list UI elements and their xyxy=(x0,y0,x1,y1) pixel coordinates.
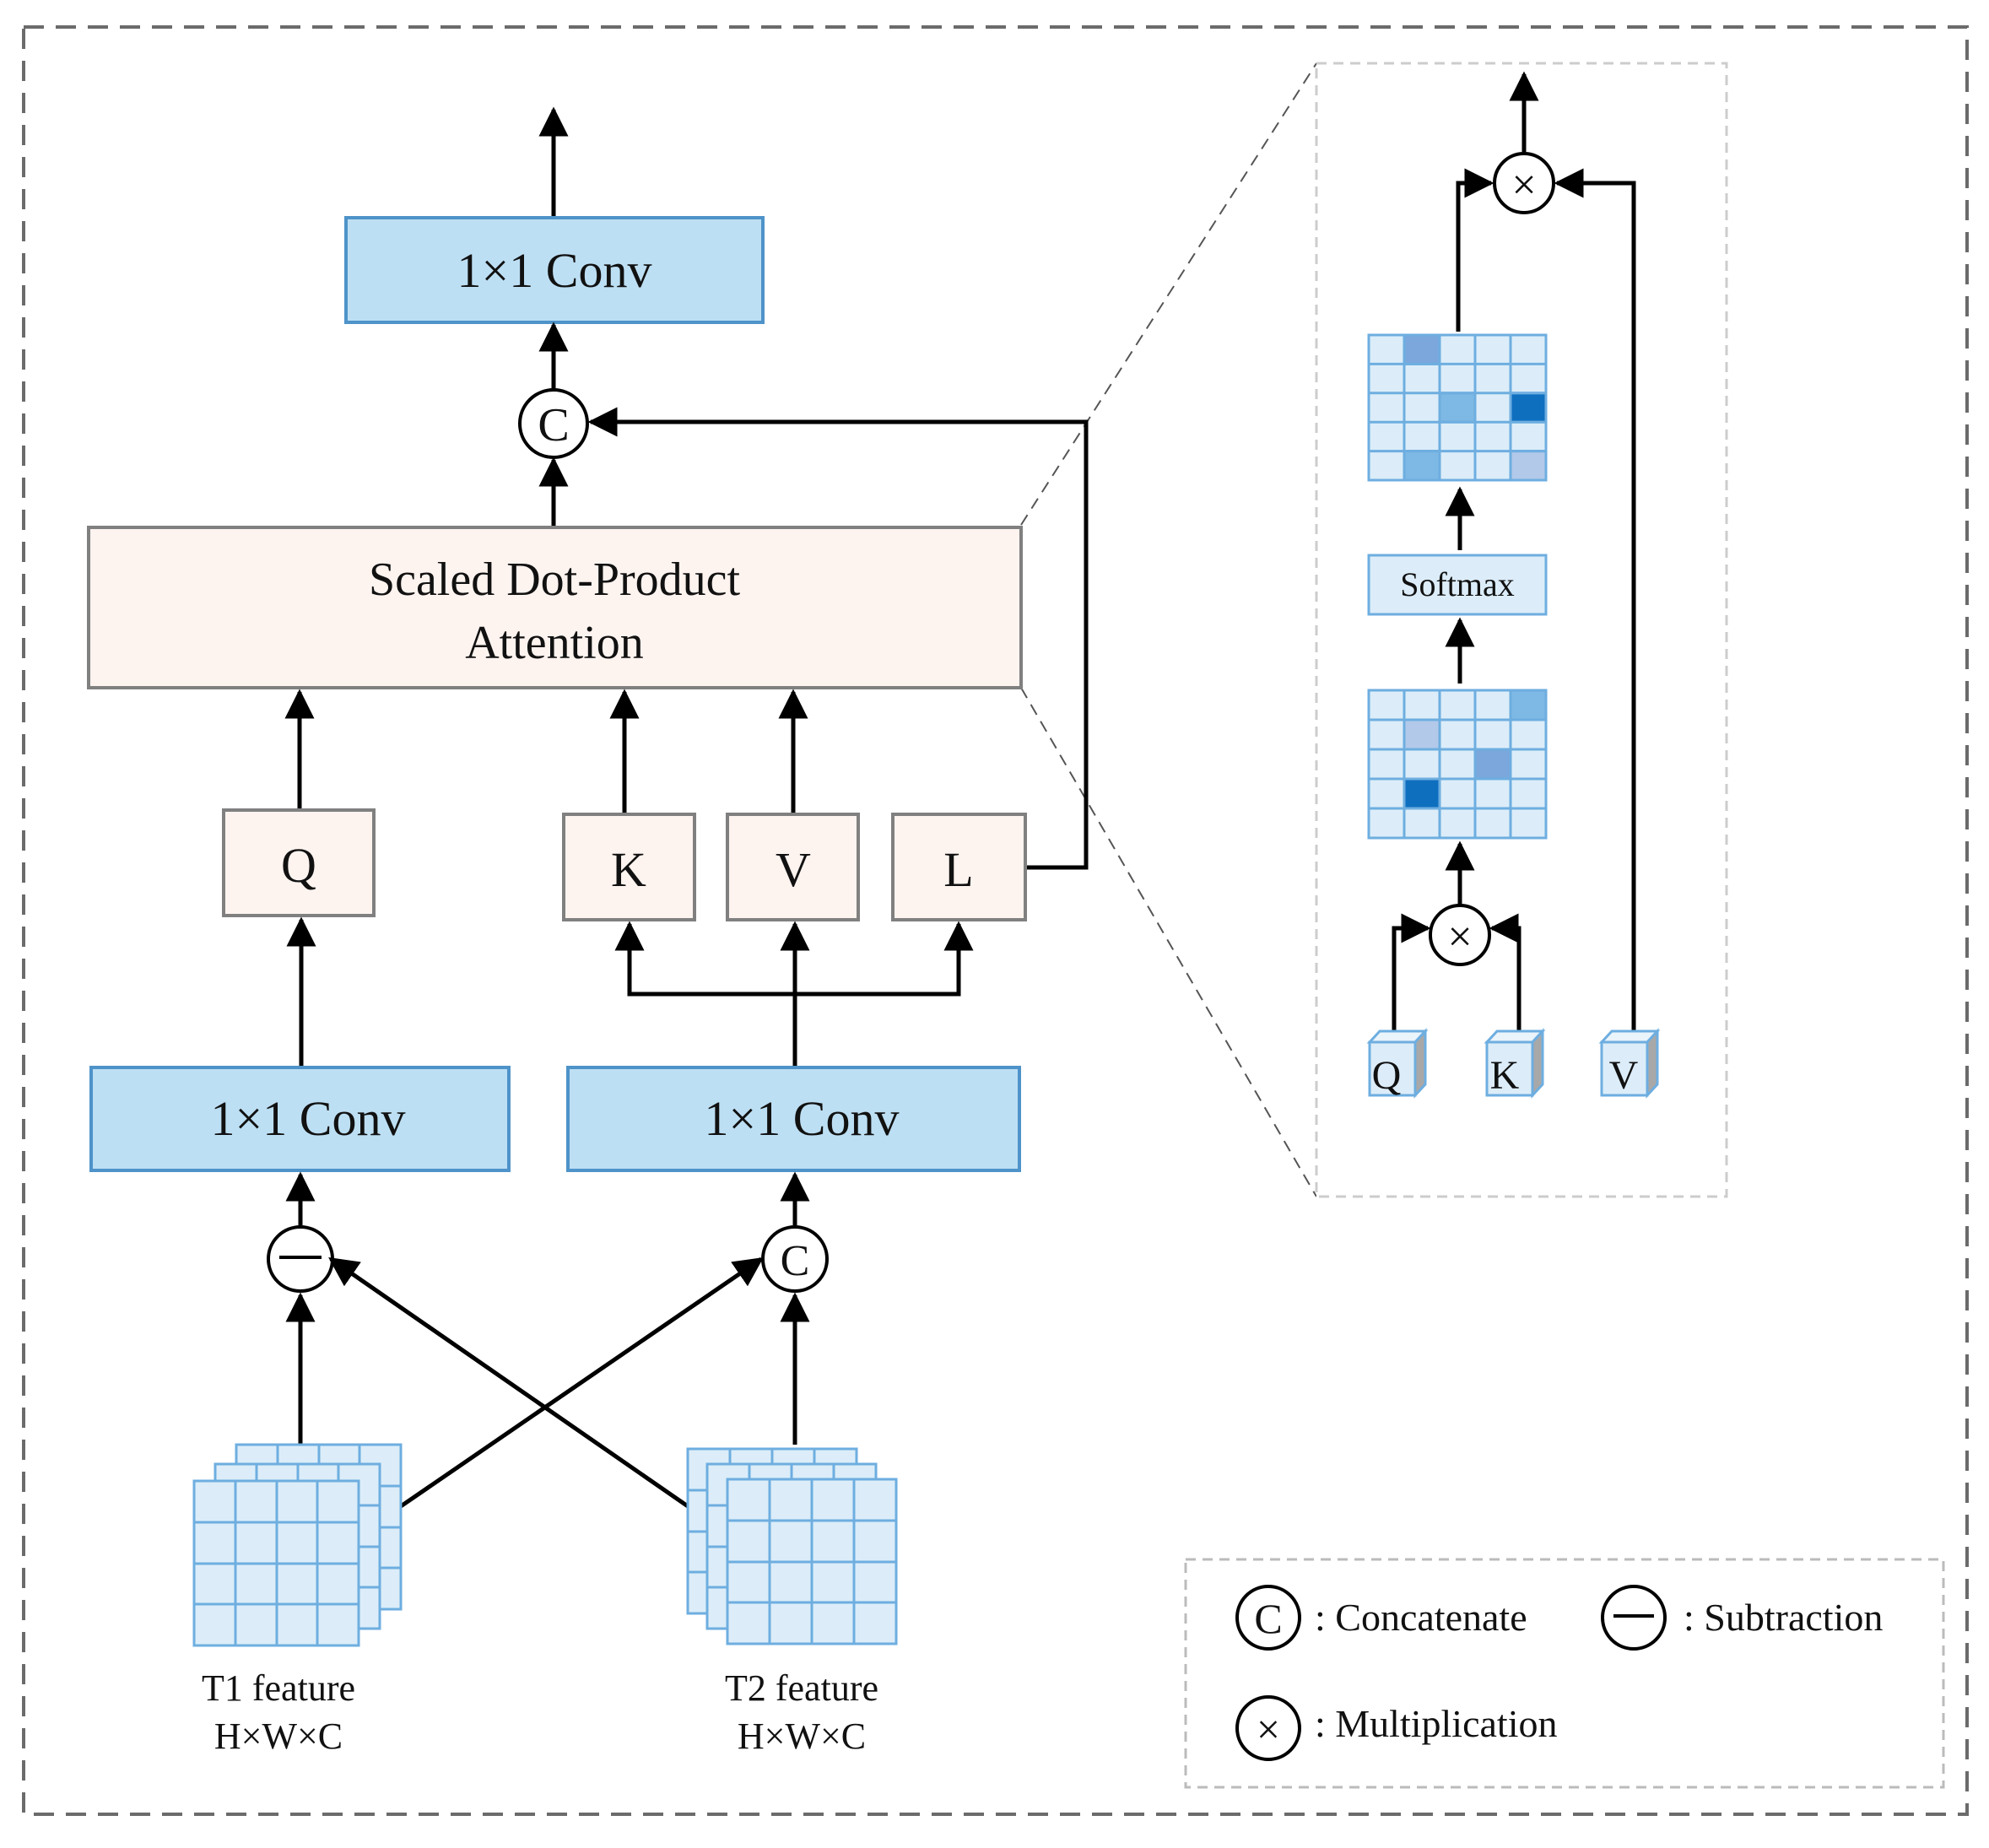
t1-to-concat-cross-arrow xyxy=(399,1256,764,1509)
t1-feature-stack xyxy=(192,1443,403,1647)
score-matrix xyxy=(1367,689,1548,840)
legend-multiply-icon xyxy=(1235,1695,1301,1761)
v-to-multiply-arrow xyxy=(1554,168,1636,1031)
matrix-to-multiply-arrow xyxy=(1456,168,1494,332)
l-label: L xyxy=(943,842,973,897)
legend-box xyxy=(1184,1558,1945,1789)
left-conv-box xyxy=(89,1066,511,1172)
detail-panel xyxy=(1315,62,1728,1198)
left-conv-label: 1×1 Conv xyxy=(211,1091,406,1146)
attention-weights-matrix xyxy=(1367,333,1548,482)
concat-symbol-top: C xyxy=(538,399,569,451)
k-box xyxy=(562,813,696,921)
t2-to-subtract-cross-arrow xyxy=(328,1256,689,1509)
attention-box xyxy=(87,526,1023,689)
v-box xyxy=(726,813,860,921)
attention-label-line2: Attention xyxy=(465,617,644,669)
legend-multiply-symbol: × xyxy=(1257,1705,1280,1753)
softmax-box xyxy=(1367,554,1548,616)
concat-symbol-bottom: C xyxy=(781,1237,810,1285)
zoom-line-bottom xyxy=(1020,687,1317,1197)
k-cube-label: K xyxy=(1490,1053,1520,1098)
top-conv-box xyxy=(344,216,765,324)
t2-feature-label: T2 feature xyxy=(725,1667,878,1709)
branch-to-k-arrow xyxy=(614,921,795,997)
legend-subtraction-label: : Subtraction xyxy=(1684,1596,1883,1639)
legend-concatenate-label: : Concatenate xyxy=(1315,1596,1527,1639)
l-feedback-path xyxy=(587,407,1089,870)
outer-frame xyxy=(22,25,1969,1816)
multiply-symbol-top: × xyxy=(1511,161,1536,209)
q-cube xyxy=(1366,1028,1429,1099)
q-cube-label: Q xyxy=(1372,1053,1402,1098)
t1-feature-label: T1 feature xyxy=(202,1667,355,1709)
k-label: K xyxy=(611,842,646,897)
multiply-symbol-bottom: × xyxy=(1447,913,1472,961)
legend-concat-icon xyxy=(1235,1585,1301,1651)
t2-dims-label: H×W×C xyxy=(738,1716,866,1757)
top-conv-label: 1×1 Conv xyxy=(457,243,652,298)
k-to-multiply-arrow xyxy=(1489,913,1521,1031)
v-label: V xyxy=(776,842,811,897)
k-cube xyxy=(1484,1028,1546,1099)
t2-feature-stack xyxy=(686,1447,898,1645)
q-to-multiply-arrow xyxy=(1392,913,1431,1031)
zoom-line-top xyxy=(1020,62,1317,526)
q-box xyxy=(222,808,376,917)
v-cube xyxy=(1598,1028,1661,1099)
legend-concat-symbol: C xyxy=(1254,1595,1282,1642)
right-conv-label: 1×1 Conv xyxy=(705,1091,900,1146)
softmax-label: Softmax xyxy=(1400,565,1515,603)
t1-dims-label: H×W×C xyxy=(214,1716,343,1757)
legend-multiplication-label: : Multiplication xyxy=(1315,1702,1557,1745)
right-conv-box xyxy=(566,1066,1021,1172)
l-box xyxy=(891,813,1027,921)
v-cube-label: V xyxy=(1609,1053,1639,1098)
branch-to-l-arrow xyxy=(795,921,974,997)
attention-label-line1: Scaled Dot-Product xyxy=(369,554,741,606)
multiply-circle-top xyxy=(1493,152,1555,214)
q-label: Q xyxy=(281,838,316,893)
